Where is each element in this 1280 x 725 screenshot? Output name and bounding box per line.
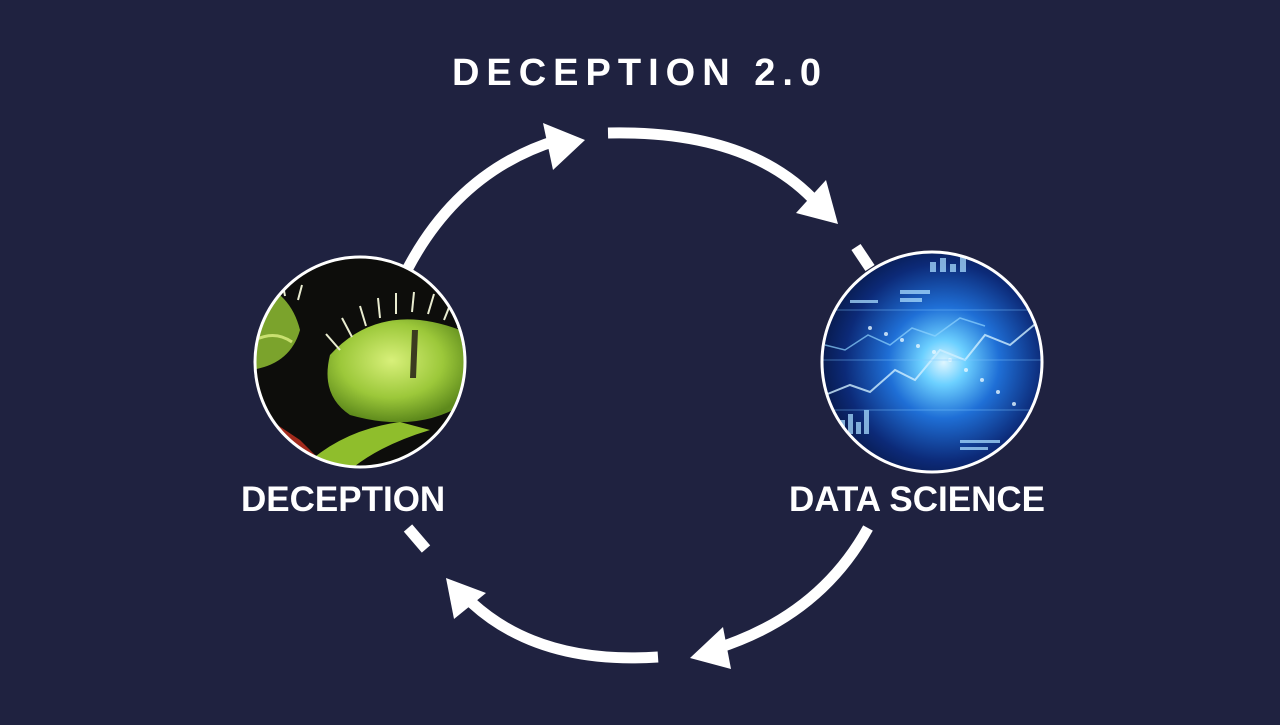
arrowhead-bottom-right (690, 627, 731, 669)
arrowhead-top-left (543, 123, 585, 170)
deception-image (253, 255, 467, 469)
arrow-bottom-right (716, 525, 873, 654)
connector-bottom-left (403, 524, 431, 553)
data-science-image (820, 250, 1044, 474)
node-label-deception: DECEPTION (241, 480, 446, 519)
arrow-top-left (403, 134, 560, 271)
arrow-bottom-left (468, 598, 659, 664)
diagram-title: DECEPTION 2.0 (451, 52, 829, 94)
arrowhead-bottom-left (446, 578, 486, 619)
arrow-top-right (607, 127, 816, 202)
connector-top-right (851, 243, 875, 272)
arrowhead-top-right (796, 180, 838, 224)
node-label-data-science: DATA SCIENCE (789, 480, 1046, 519)
cycle-arrows (403, 123, 875, 669)
